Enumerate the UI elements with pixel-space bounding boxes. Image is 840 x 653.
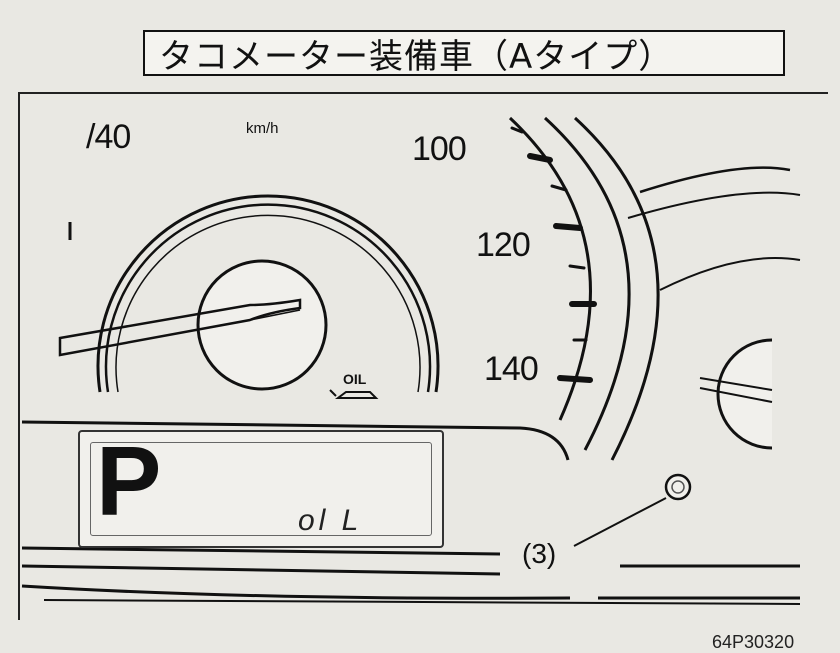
warning-lamp-3: [664, 473, 692, 501]
callout-leader-line: [573, 497, 667, 547]
callout-label-3: (3): [522, 538, 557, 569]
oil-indicator-label: OIL: [343, 371, 367, 387]
speed-label-100: 100: [412, 130, 467, 168]
oil-can-icon: [329, 389, 379, 399]
section-title: タコメーター装備車（Aタイプ）: [143, 30, 785, 77]
cluster-lower-bezel-4: [21, 584, 571, 600]
figure-code: 64P30320: [712, 632, 795, 652]
cluster-lower-bezel-1: [21, 420, 570, 461]
scale-ticks: [510, 126, 597, 383]
secondary-gauge-needle-bottom: [699, 387, 773, 403]
lcd-display-inner: [90, 442, 432, 536]
scale-arc-middle: [543, 116, 631, 451]
speedometer-outer-ring: [96, 194, 440, 393]
secondary-gauge-hub: [716, 338, 773, 450]
secondary-gauge-arc-1: [639, 166, 791, 194]
speedometer-needle: [58, 298, 302, 357]
lcd-display: [78, 430, 444, 548]
cluster-lower-bezel-3: [21, 564, 501, 576]
top-left-speed-label: /40: [86, 118, 131, 156]
scale-arc-inner: [573, 116, 660, 461]
speedometer-inner-ring: [104, 203, 432, 393]
lcd-message: ol L: [298, 504, 363, 537]
needle-hub: [196, 259, 328, 391]
speed-unit-label: km/h: [246, 120, 279, 137]
speed-label-120: 120: [476, 226, 531, 264]
lcd-gear-indicator: P: [96, 426, 162, 536]
diagram-frame: [18, 92, 828, 620]
cluster-lower-bezel-2: [21, 546, 501, 556]
speedometer-third-ring: [115, 214, 421, 393]
speed-label-140: 140: [484, 350, 539, 388]
scale-arc-outer: [508, 116, 592, 421]
cluster-bottom-line: [43, 599, 801, 605]
secondary-gauge-needle-top: [699, 377, 773, 391]
secondary-gauge-arc-3: [659, 257, 801, 291]
needle-tip-line: [239, 309, 301, 323]
secondary-gauge-arc-2: [627, 191, 801, 219]
section-title-text: タコメーター装備車（Aタイプ）: [159, 36, 674, 77]
